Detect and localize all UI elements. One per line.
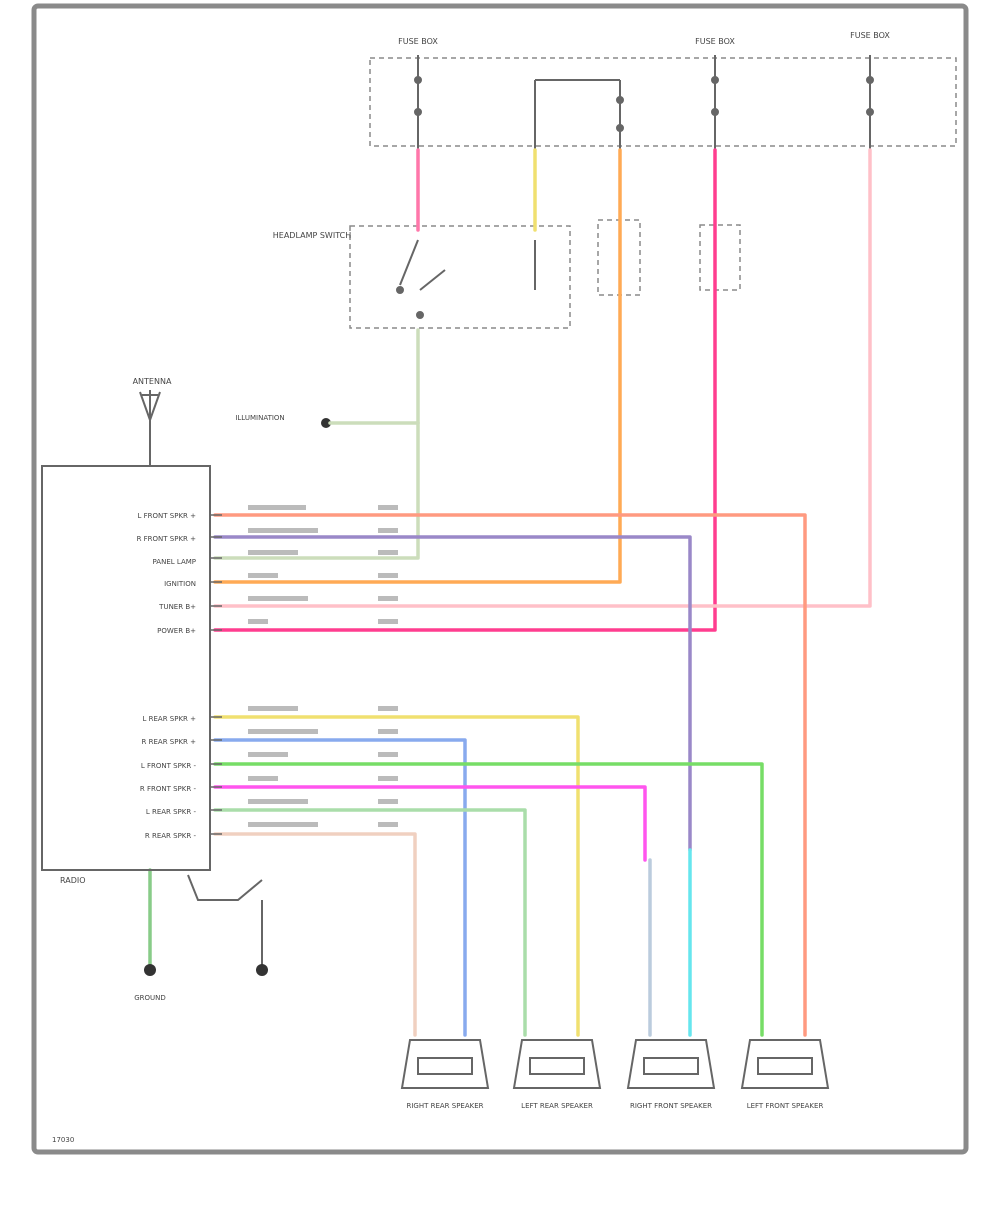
headlamp-switch-contacts — [396, 239, 536, 319]
radio-unit — [41, 465, 211, 871]
wire-r-front-spkr-neg — [213, 785, 647, 862]
radio-pin-label: R FRONT SPKR + — [137, 535, 197, 543]
wire-l-front-spkr-pos — [213, 513, 807, 1037]
speaker-right-rear: RIGHT REAR SPEAKER — [400, 1039, 490, 1110]
speaker-left-rear: LEFT REAR SPEAKER — [512, 1039, 602, 1110]
wire-l-front-spkr-neg — [213, 762, 764, 1037]
fuse-symbols — [414, 55, 874, 150]
radio-pins-bottom: L REAR SPKR + R REAR SPKR + L FRONT SPKR… — [140, 715, 197, 840]
wire-ignition — [213, 148, 622, 584]
radio-pin-label: R REAR SPKR - — [145, 832, 197, 840]
wire-group — [148, 148, 872, 1037]
illumination-label: ILLUMINATION — [235, 414, 284, 422]
radio-pin-label: R FRONT SPKR - — [140, 785, 197, 793]
speaker-right-front: RIGHT FRONT SPEAKER — [626, 1039, 716, 1110]
speaker-label: LEFT REAR SPEAKER — [521, 1102, 593, 1110]
wire-r-rear-spkr-neg — [213, 832, 417, 1037]
wire-r-front-spkr-pos — [213, 535, 692, 852]
fuse-box-center-label: FUSE BOX — [695, 37, 735, 46]
wire-power-b-plus — [213, 148, 717, 632]
fuse-box-enclosure — [369, 57, 957, 147]
speaker-label: RIGHT FRONT SPEAKER — [630, 1102, 712, 1110]
radio-pin-label: R REAR SPKR + — [142, 738, 197, 746]
radio-pin-label: L FRONT SPKR + — [138, 512, 197, 520]
radio-pins-top: L FRONT SPKR + R FRONT SPKR + PANEL LAMP… — [137, 512, 197, 635]
illumination-ground-dot — [321, 418, 331, 428]
fuse-box-right-label: FUSE BOX — [850, 31, 890, 40]
wire-r-rear-spkr-pos — [213, 738, 467, 1037]
headlamp-switch-box — [349, 225, 571, 329]
radio-ground-circuit — [187, 874, 263, 968]
radio-pin-label: TUNER B+ — [158, 603, 196, 611]
junction-connector-box-2 — [699, 224, 741, 291]
headlamp-switch-label: HEADLAMP SWITCH — [273, 231, 351, 240]
antenna-label: ANTENNA — [133, 377, 172, 386]
radio-pin-label: L FRONT SPKR - — [141, 762, 197, 770]
speaker-label: RIGHT REAR SPEAKER — [406, 1102, 483, 1110]
ground-dot-left — [144, 964, 156, 976]
radio-pin-label: L REAR SPKR + — [143, 715, 197, 723]
diagram-frame — [31, 3, 969, 1155]
antenna-icon — [139, 390, 161, 465]
radio-pin-stubs — [210, 514, 222, 835]
ground-label: GROUND — [134, 994, 166, 1002]
radio-pin-label: PANEL LAMP — [153, 558, 196, 566]
fuse-box-left-label: FUSE BOX — [398, 37, 438, 46]
wire-tuner-b-plus — [213, 148, 872, 608]
wire-label-marks — [248, 505, 398, 827]
radio-label: RADIO — [60, 876, 86, 885]
wire-panel-lamp — [213, 328, 420, 560]
wire-l-rear-spkr-pos — [213, 715, 580, 1037]
speaker-label: LEFT FRONT SPEAKER — [747, 1102, 824, 1110]
wire-l-rear-spkr-neg — [213, 808, 527, 1037]
radio-pin-label: POWER B+ — [157, 627, 196, 635]
speaker-left-front: LEFT FRONT SPEAKER — [740, 1039, 830, 1110]
radio-pin-label: L REAR SPKR - — [146, 808, 197, 816]
radio-pin-label: IGNITION — [164, 580, 196, 588]
ground-dot-right — [256, 964, 268, 976]
figure-number: 17030 — [52, 1136, 74, 1144]
